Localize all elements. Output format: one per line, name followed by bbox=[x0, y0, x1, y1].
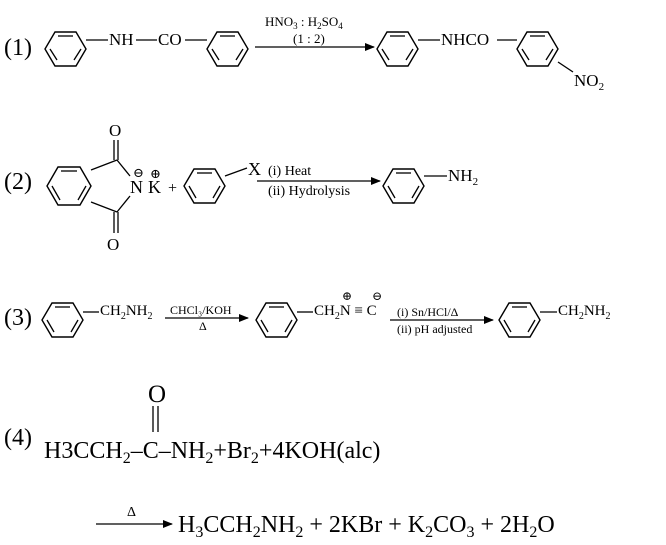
k-cation-charge: ⊕ bbox=[150, 166, 161, 181]
bond bbox=[557, 61, 574, 73]
reaction-3-step-2: (ii) pH adjusted bbox=[397, 322, 472, 336]
reaction-2: (2) O O ⊖ N ⊕ K + X bbox=[4, 121, 478, 254]
aniline-ring bbox=[382, 168, 425, 204]
reactant-1-ring-left bbox=[44, 31, 87, 67]
reaction-4-heat: Δ bbox=[127, 505, 136, 520]
reaction-4-rhs: H3CCH2NH2 + 2KBr + K2CO3 + 2H2O bbox=[178, 512, 555, 541]
reaction-3-arrow-2: (i) Sn/HCl/Δ (ii) pH adjusted bbox=[390, 305, 494, 336]
bond bbox=[224, 167, 248, 177]
reaction-3-number: (3) bbox=[4, 305, 32, 331]
imide-ring bbox=[90, 140, 131, 233]
reactant-1-ring-right bbox=[206, 31, 249, 67]
product-1-ring-left bbox=[376, 31, 419, 67]
reaction-2-number: (2) bbox=[4, 169, 32, 195]
ch2nh2-label: CH2NH2 bbox=[100, 303, 153, 322]
nhco-label: NHCO bbox=[441, 30, 489, 49]
aryl-halide-ring bbox=[183, 168, 226, 204]
reaction-2-arrow: (i) Heat (ii) Hydrolysis bbox=[257, 164, 381, 199]
no2-label: NO2 bbox=[574, 71, 604, 93]
halogen-x: X bbox=[248, 159, 261, 179]
phthalimide-benzene-ring bbox=[46, 166, 92, 206]
reaction-3-arrow-1: CHCl₃/KOH Δ bbox=[165, 303, 249, 333]
co-label: CO bbox=[158, 30, 182, 49]
reaction-2-step-1: (i) Heat bbox=[268, 164, 311, 179]
ch2nc-label: CH2N ≡ C bbox=[314, 303, 377, 322]
isocyanide-ring bbox=[255, 302, 298, 338]
carbonyl-o: O bbox=[148, 381, 166, 408]
reaction-1-reagent: HNO3 : H2SO4 bbox=[265, 14, 343, 31]
benzylamine-ring bbox=[41, 302, 84, 338]
nh-label: NH bbox=[109, 30, 134, 49]
reaction-4-lhs: H3CCH2–C–NH2+Br2+4KOH(alc) bbox=[44, 438, 380, 467]
carbonyl-o-bottom: O bbox=[107, 235, 119, 254]
ch2nh2-product-label: CH2NH2 bbox=[558, 303, 611, 322]
reaction-4: (4) O H3CCH2–C–NH2+Br2+4KOH(alc) Δ H3CCH… bbox=[4, 381, 555, 541]
product-1-ring-right bbox=[516, 31, 559, 67]
reaction-3-reagent-1: CHCl₃/KOH bbox=[170, 303, 232, 317]
reaction-3-reagent-2: (i) Sn/HCl/Δ bbox=[397, 305, 459, 319]
product-3-ring bbox=[498, 302, 541, 338]
reaction-4-number: (4) bbox=[4, 425, 32, 451]
reaction-1-arrow: HNO3 : H2SO4 (1 : 2) bbox=[255, 14, 375, 51]
reaction-1-number: (1) bbox=[4, 35, 32, 61]
imide-n: N bbox=[130, 177, 143, 197]
nh2-label: NH2 bbox=[448, 166, 478, 188]
plus-sign: + bbox=[168, 180, 177, 197]
carbonyl-o-top: O bbox=[109, 121, 121, 140]
n-anion-charge: ⊖ bbox=[133, 165, 144, 180]
reaction-3: (3) CH2NH2 CHCl₃/KOH Δ ⊕ ⊖ CH2N ≡ C (i) … bbox=[4, 289, 611, 338]
reaction-1: (1) NH CO HNO3 : H2SO4 (1 : 2) bbox=[4, 14, 604, 93]
n-cation-charge: ⊕ bbox=[342, 289, 352, 303]
reaction-2-step-2: (ii) Hydrolysis bbox=[268, 184, 350, 199]
reaction-3-heat-1: Δ bbox=[199, 319, 207, 333]
reaction-1-ratio: (1 : 2) bbox=[293, 31, 325, 46]
c-anion-charge: ⊖ bbox=[372, 289, 382, 303]
potassium-k: K bbox=[148, 177, 161, 197]
reaction-4-arrow: Δ bbox=[96, 505, 173, 528]
